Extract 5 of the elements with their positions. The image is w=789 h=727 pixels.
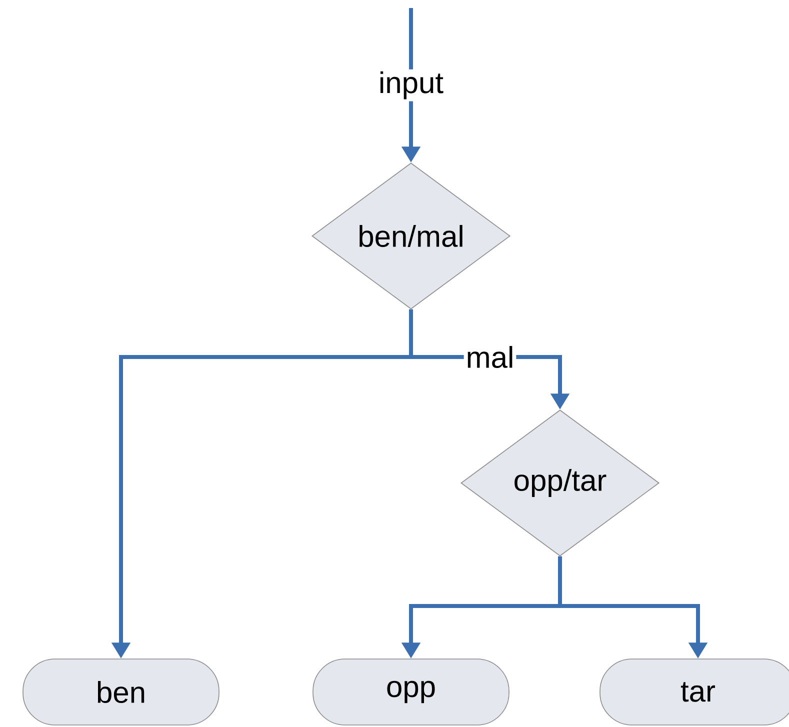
terminal-box: ben: [22, 658, 220, 726]
terminal-box: tar: [600, 658, 789, 726]
terminal-box: opp: [312, 658, 510, 726]
edge-label: mal: [464, 344, 516, 370]
edge-label: input: [376, 69, 446, 102]
